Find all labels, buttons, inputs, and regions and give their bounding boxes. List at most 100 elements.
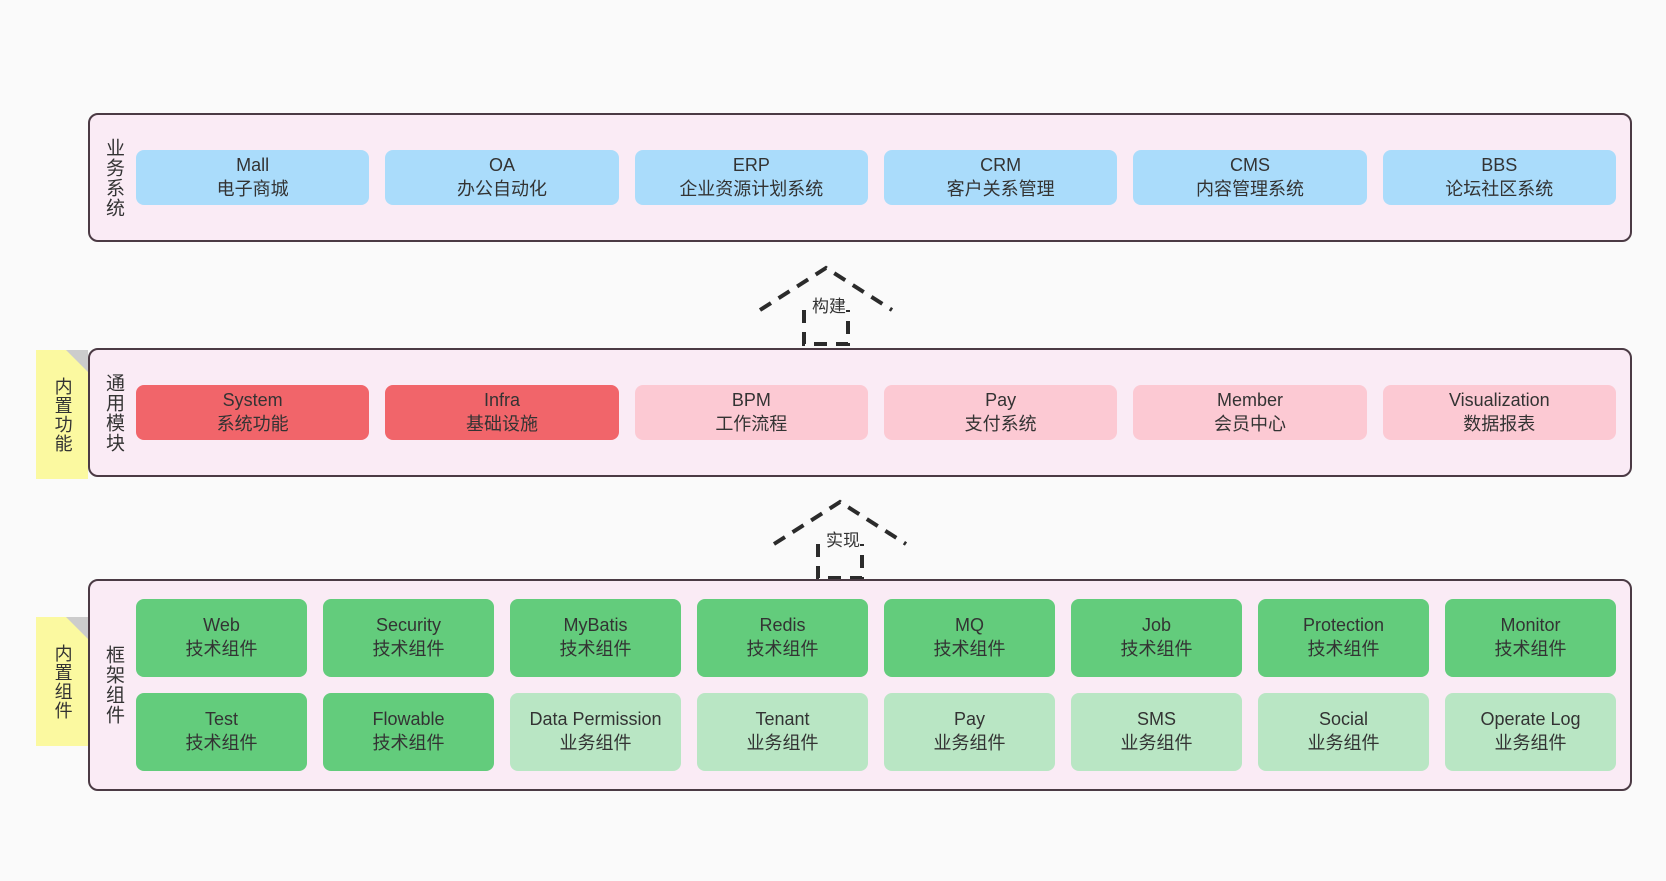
card-subtitle: 业务组件 bbox=[746, 733, 819, 753]
card-system[interactable]: System 系统功能 bbox=[136, 384, 370, 441]
card-protection[interactable]: Protection 技术组件 bbox=[1258, 599, 1429, 677]
layer-general-modules[interactable]: 通用模块 System 系统功能 Infra 基础设施 BPM 工作流程 Pay… bbox=[88, 348, 1632, 477]
note-builtin-components: 内置组件 bbox=[36, 617, 88, 746]
card-title: OA bbox=[488, 154, 515, 175]
card-title: Pay bbox=[985, 389, 1017, 410]
card-pay-business[interactable]: Pay 业务组件 bbox=[884, 693, 1055, 771]
card-subtitle: 业务组件 bbox=[1494, 733, 1567, 753]
card-mybatis[interactable]: MyBatis 技术组件 bbox=[510, 599, 681, 677]
layer-body-business: Mall 电子商城 OA 办公自动化 ERP 企业资源计划系统 CRM 客户关系… bbox=[136, 115, 1630, 240]
card-subtitle: 论坛社区系统 bbox=[1445, 178, 1554, 199]
card-row: System 系统功能 Infra 基础设施 BPM 工作流程 Pay 支付系统… bbox=[136, 384, 1616, 441]
card-title: MQ bbox=[955, 615, 984, 636]
arrow-shaft-icon bbox=[816, 544, 864, 580]
card-cms[interactable]: CMS 内容管理系统 bbox=[1133, 149, 1367, 206]
card-subtitle: 企业资源计划系统 bbox=[679, 178, 824, 199]
card-title: BPM bbox=[731, 389, 771, 410]
card-subtitle: 技术组件 bbox=[1494, 639, 1567, 659]
card-title: Pay bbox=[953, 709, 986, 730]
connector-build-label: 构建 bbox=[812, 297, 846, 316]
card-subtitle: 技术组件 bbox=[559, 639, 632, 659]
note-fold-icon bbox=[66, 350, 88, 372]
card-title: CRM bbox=[980, 154, 1022, 175]
card-subtitle: 技术组件 bbox=[933, 639, 1006, 659]
card-title: Mall bbox=[236, 154, 270, 175]
card-row-business: Test 技术组件 Flowable 技术组件 Data Permission … bbox=[136, 693, 1616, 771]
note-label: 内置功能 bbox=[52, 376, 73, 453]
card-title: Monitor bbox=[1500, 615, 1561, 636]
connector-implement: 实现 bbox=[770, 496, 940, 580]
card-subtitle: 系统功能 bbox=[216, 413, 289, 434]
card-subtitle: 技术组件 bbox=[372, 639, 445, 659]
card-title: BBS bbox=[1481, 154, 1518, 175]
card-subtitle: 业务组件 bbox=[933, 733, 1006, 753]
card-bpm[interactable]: BPM 工作流程 bbox=[634, 384, 868, 441]
card-web[interactable]: Web 技术组件 bbox=[136, 599, 307, 677]
card-title: Web bbox=[203, 615, 240, 636]
note-label: 内置组件 bbox=[52, 643, 73, 720]
connector-implement-label: 实现 bbox=[826, 531, 860, 550]
card-subtitle: 技术组件 bbox=[1307, 639, 1380, 659]
card-subtitle: 办公自动化 bbox=[456, 178, 547, 199]
card-title: Security bbox=[375, 615, 442, 636]
card-social[interactable]: Social 业务组件 bbox=[1258, 693, 1429, 771]
card-subtitle: 基础设施 bbox=[465, 413, 538, 434]
arrow-shaft-icon bbox=[802, 310, 850, 346]
card-oa[interactable]: OA 办公自动化 bbox=[385, 149, 619, 206]
card-erp[interactable]: ERP 企业资源计划系统 bbox=[634, 149, 868, 206]
card-subtitle: 会员中心 bbox=[1213, 413, 1286, 434]
card-title: Member bbox=[1216, 389, 1283, 410]
card-subtitle: 电子商城 bbox=[216, 178, 289, 199]
card-crm[interactable]: CRM 客户关系管理 bbox=[883, 149, 1118, 206]
card-mall[interactable]: Mall 电子商城 bbox=[136, 149, 370, 206]
card-mq[interactable]: MQ 技术组件 bbox=[884, 599, 1055, 677]
card-subtitle: 工作流程 bbox=[715, 413, 788, 434]
card-subtitle: 技术组件 bbox=[746, 639, 819, 659]
card-subtitle: 业务组件 bbox=[1307, 733, 1380, 753]
card-visualization[interactable]: Visualization 数据报表 bbox=[1382, 384, 1616, 441]
layer-framework-components[interactable]: 框架组件 Web 技术组件 Security 技术组件 MyBatis 技术组件… bbox=[88, 579, 1632, 791]
card-title: Infra bbox=[483, 389, 520, 410]
arrow-head-icon bbox=[772, 499, 908, 546]
card-subtitle: 技术组件 bbox=[185, 639, 258, 659]
card-tenant[interactable]: Tenant 业务组件 bbox=[697, 693, 868, 771]
card-subtitle: 技术组件 bbox=[185, 733, 258, 753]
layer-title-business: 业务系统 bbox=[103, 137, 125, 218]
card-title: Test bbox=[204, 709, 238, 730]
card-title: Flowable bbox=[372, 709, 445, 730]
card-operate-log[interactable]: Operate Log 业务组件 bbox=[1445, 693, 1616, 771]
card-bbs[interactable]: BBS 论坛社区系统 bbox=[1382, 149, 1616, 206]
card-subtitle: 技术组件 bbox=[1120, 639, 1193, 659]
card-title: Social bbox=[1318, 709, 1369, 730]
card-subtitle: 内容管理系统 bbox=[1195, 178, 1304, 199]
card-title: System bbox=[222, 389, 283, 410]
card-title: Job bbox=[1141, 615, 1172, 636]
card-data-permission[interactable]: Data Permission 业务组件 bbox=[510, 693, 681, 771]
note-fold-icon bbox=[66, 617, 88, 639]
card-test[interactable]: Test 技术组件 bbox=[136, 693, 307, 771]
card-title: SMS bbox=[1136, 709, 1176, 730]
connector-build: 构建 bbox=[756, 262, 926, 346]
card-monitor[interactable]: Monitor 技术组件 bbox=[1445, 599, 1616, 677]
card-pay[interactable]: Pay 支付系统 bbox=[883, 384, 1118, 441]
card-title: Redis bbox=[759, 615, 806, 636]
card-title: Operate Log bbox=[1480, 709, 1581, 730]
card-flowable[interactable]: Flowable 技术组件 bbox=[323, 693, 494, 771]
card-subtitle: 支付系统 bbox=[964, 413, 1037, 434]
card-security[interactable]: Security 技术组件 bbox=[323, 599, 494, 677]
layer-body-general: System 系统功能 Infra 基础设施 BPM 工作流程 Pay 支付系统… bbox=[136, 350, 1630, 475]
card-subtitle: 业务组件 bbox=[559, 733, 632, 753]
card-infra[interactable]: Infra 基础设施 bbox=[385, 384, 619, 441]
card-title: ERP bbox=[732, 154, 770, 175]
layer-body-framework: Web 技术组件 Security 技术组件 MyBatis 技术组件 Redi… bbox=[136, 581, 1630, 789]
card-member[interactable]: Member 会员中心 bbox=[1133, 384, 1367, 441]
card-title: CMS bbox=[1229, 154, 1270, 175]
layer-business-systems[interactable]: 业务系统 Mall 电子商城 OA 办公自动化 ERP 企业资源计划系统 CRM… bbox=[88, 113, 1632, 242]
card-job[interactable]: Job 技术组件 bbox=[1071, 599, 1242, 677]
card-redis[interactable]: Redis 技术组件 bbox=[697, 599, 868, 677]
card-title: Protection bbox=[1302, 615, 1385, 636]
card-subtitle: 数据报表 bbox=[1463, 413, 1536, 434]
card-row: Mall 电子商城 OA 办公自动化 ERP 企业资源计划系统 CRM 客户关系… bbox=[136, 149, 1616, 206]
card-sms[interactable]: SMS 业务组件 bbox=[1071, 693, 1242, 771]
